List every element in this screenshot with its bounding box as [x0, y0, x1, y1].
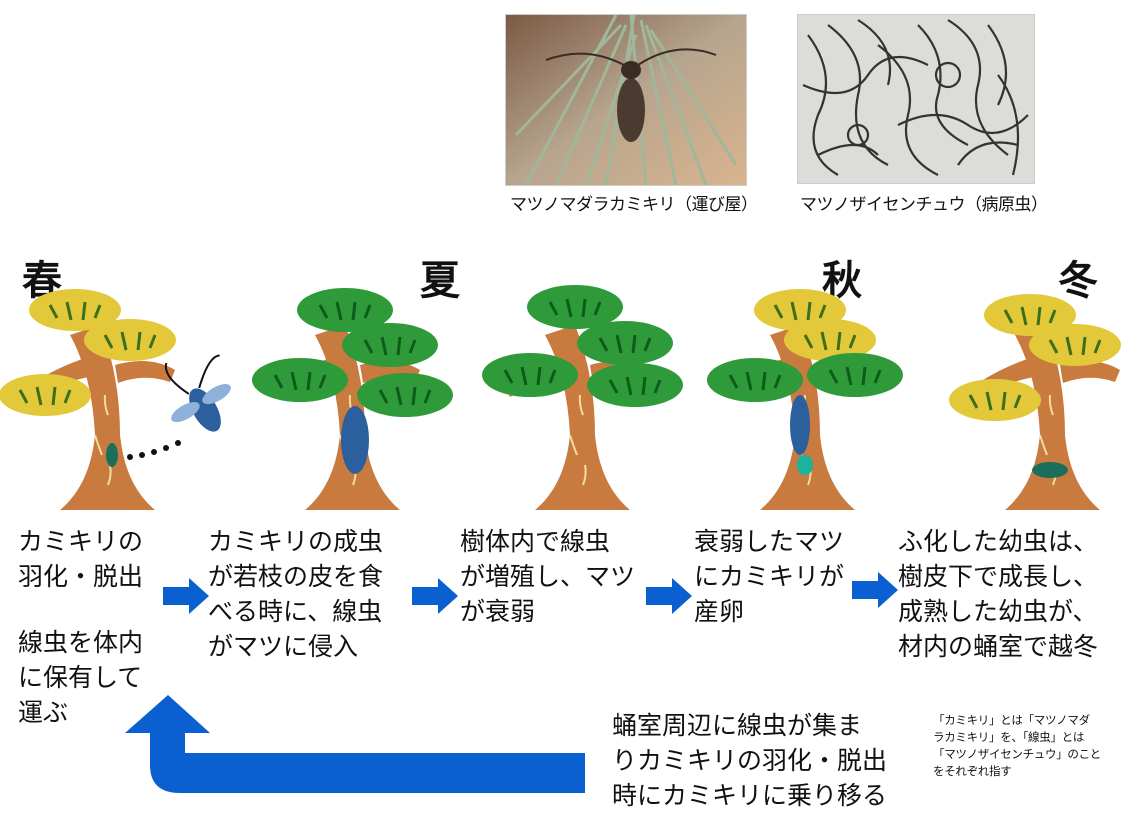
arrow-right-icon [412, 578, 458, 614]
season-summer: 夏 [420, 258, 460, 304]
arrow-right-icon [163, 578, 209, 614]
step-nematode-multiply: 樹体内で線虫 が増殖し、マツ が衰弱 [460, 527, 636, 626]
return-arrow-icon [125, 695, 585, 793]
beetle-photo [505, 14, 747, 186]
arrow-right-icon [646, 578, 692, 614]
terminology-note: 「カミキリ」とは「マツノマダ ラカミキリ」を、「線虫」とは 「マツノザイセンチュ… [933, 713, 1101, 778]
step-carry-nematode: 線虫を体内 に保有して 運ぶ [18, 628, 144, 727]
nematode-caption: マツノザイセンチュウ（病原虫） [800, 195, 1048, 215]
return-cycle-text: 蛹室周辺に線虫が集ま りカミキリの羽化・脱出 時にカミキリに乗り移る [612, 711, 888, 810]
step-feeding-infection: カミキリの成虫 が若枝の皮を食 べる時に、線虫 がマツに侵入 [208, 527, 384, 661]
season-winter: 冬 [1058, 258, 1098, 304]
step-emergence: カミキリの 羽化・脱出 [18, 527, 144, 591]
step-larva-overwinter: ふ化した幼虫は、 樹皮下で成長し、 成熟した幼虫が、 材内の蛹室で越冬 [898, 527, 1099, 661]
arrow-right-icon [852, 572, 898, 608]
step-egg-laying: 衰弱したマツ にカミキリが 産卵 [694, 527, 845, 626]
nematode-photo [797, 14, 1035, 184]
pine-trees-illustration [0, 285, 1123, 511]
beetle-caption: マツノマダラカミキリ（運び屋） [510, 195, 758, 215]
